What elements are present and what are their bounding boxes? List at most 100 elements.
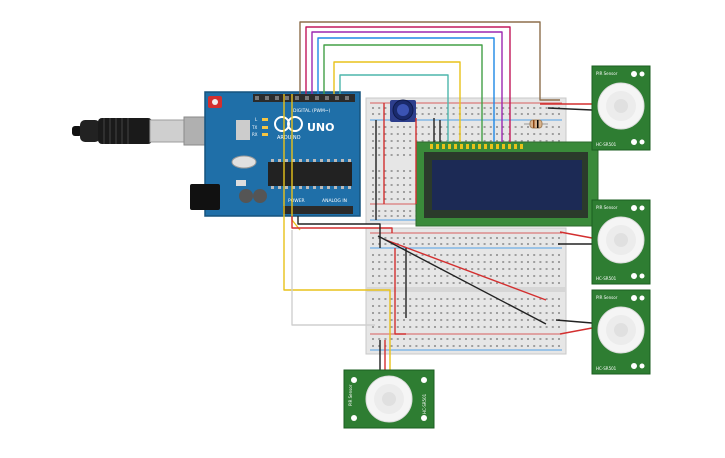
breadboard-hole [434, 254, 436, 256]
breadboard-hole [527, 243, 529, 245]
breadboard-hole [409, 210, 412, 212]
breadboard-hole [489, 133, 492, 135]
breadboard-hole [545, 338, 548, 340]
breadboard-hole [545, 298, 548, 300]
breadboard-hole [539, 237, 542, 239]
breadboard-hole [483, 305, 486, 307]
breadboard-hole [539, 140, 542, 142]
wire-brown [299, 21, 560, 101]
breadboard-hole [390, 261, 393, 263]
breadboard-hole [390, 254, 393, 256]
breadboard-hole [372, 254, 374, 256]
breadboard-hole [539, 133, 542, 135]
wire-gray [291, 230, 375, 326]
lcd-display[interactable] [415, 141, 599, 227]
breadboard-hole [415, 345, 418, 347]
breadboard-hole [403, 237, 405, 239]
wires [283, 21, 593, 372]
breadboard-hole [390, 243, 393, 245]
breadboard-hole [396, 254, 399, 256]
breadboard-hole [434, 140, 436, 142]
breadboard-hole [471, 312, 474, 314]
breadboard-hole [415, 107, 418, 109]
breadboard-hole [378, 191, 381, 193]
breadboard-hole [378, 345, 381, 347]
svg-text:PIR Sensor: PIR Sensor [596, 71, 618, 76]
pir-sensor-right-1[interactable]: PIR Sensor HC-SR501 [591, 65, 651, 151]
breadboard-hole [434, 298, 436, 300]
breadboard-hole [551, 237, 554, 239]
svg-text:L: L [255, 117, 258, 122]
arduino-uno-board[interactable]: DIGITAL (PWM~) ARDUINO UNO L TX RX [190, 91, 361, 217]
pir-sensor-right-3[interactable]: PIR Sensor HC-SR501 [591, 289, 651, 375]
breadboard-hole [471, 261, 474, 263]
breadboard-hole [539, 319, 542, 321]
breadboard-hole [502, 305, 505, 307]
breadboard-hole [514, 305, 517, 307]
breadboard-hole [403, 198, 405, 200]
breadboard-hole [496, 319, 498, 321]
breadboard-hole [446, 312, 449, 314]
breadboard-hole [396, 191, 399, 193]
breadboard-hole [415, 282, 418, 284]
breadboard-hole [545, 319, 548, 321]
breadboard-hole [502, 326, 505, 328]
potentiometer[interactable] [390, 99, 416, 122]
breadboard-hole [558, 268, 560, 270]
breadboard-hole [396, 345, 399, 347]
wire-blue [317, 37, 495, 142]
resistor[interactable] [524, 119, 548, 129]
breadboard-hole [396, 154, 399, 156]
breadboard-bottom[interactable] [365, 227, 567, 355]
breadboard-hole [551, 268, 554, 270]
breadboard-hole [384, 140, 387, 142]
breadboard-hole [527, 338, 529, 340]
breadboard-hole [421, 107, 424, 109]
breadboard-hole [378, 254, 381, 256]
breadboard-hole [409, 140, 412, 142]
breadboard-hole [508, 326, 511, 328]
breadboard-hole [384, 154, 387, 156]
breadboard-hole [440, 140, 443, 142]
breadboard-hole [508, 305, 511, 307]
breadboard-hole [539, 254, 542, 256]
breadboard-hole [551, 126, 554, 128]
breadboard-hole [527, 254, 529, 256]
breadboard-hole [502, 275, 505, 277]
breadboard-hole [378, 275, 381, 277]
breadboard-hole [372, 191, 374, 193]
breadboard-hole [465, 140, 467, 142]
breadboard-hole [403, 319, 405, 321]
breadboard-hole [527, 140, 529, 142]
breadboard-hole [539, 282, 542, 284]
breadboard-hole [508, 243, 511, 245]
breadboard-hole [390, 191, 393, 193]
breadboard-hole [539, 338, 542, 340]
breadboard-hole [483, 261, 486, 263]
breadboard-hole [396, 147, 399, 149]
breadboard-hole [458, 282, 461, 284]
breadboard-hole [390, 140, 393, 142]
breadboard-hole [539, 275, 542, 277]
breadboard-hole [409, 261, 412, 263]
breadboard-hole [390, 126, 393, 128]
wire-red-power [291, 216, 393, 233]
breadboard-hole [403, 191, 405, 193]
breadboard-hole [471, 298, 474, 300]
breadboard-hole [396, 326, 399, 328]
breadboard-hole [396, 140, 399, 142]
breadboard-hole [477, 133, 480, 135]
breadboard-hole [514, 113, 517, 115]
breadboard-hole [514, 254, 517, 256]
breadboard-hole [409, 338, 412, 340]
breadboard-hole [384, 215, 387, 217]
breadboard-hole [415, 275, 418, 277]
pir-sensor-bottom[interactable]: PIR Sensor HC-SR501 [343, 369, 435, 429]
breadboard-hole [403, 298, 405, 300]
breadboard-hole [558, 298, 560, 300]
breadboard-hole [446, 275, 449, 277]
pir-sensor-right-2[interactable]: PIR Sensor HC-SR501 [591, 199, 651, 285]
breadboard-hole [372, 215, 374, 217]
breadboard-hole [390, 215, 393, 217]
breadboard-hole [533, 268, 536, 270]
